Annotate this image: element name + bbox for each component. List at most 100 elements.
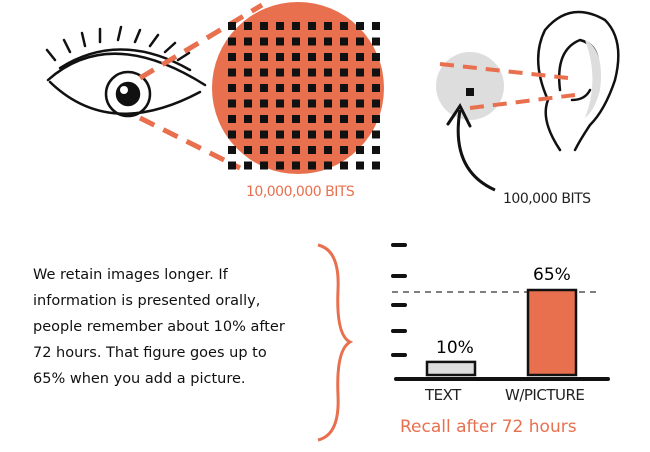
description-text: We retain images longer. If information …: [33, 262, 323, 392]
bit-square: [372, 115, 380, 123]
category-picture: W/PICTURE: [505, 386, 585, 404]
bit-square: [228, 84, 236, 92]
bit-square: [276, 53, 284, 61]
bit-square: [356, 53, 364, 61]
audio-bit: [466, 88, 474, 96]
bar-text: [425, 360, 477, 377]
bit-square: [228, 22, 236, 30]
bit-square: [244, 146, 252, 154]
bit-square: [260, 68, 268, 77]
brace: [317, 243, 354, 442]
bit-square: [260, 22, 268, 30]
arrowhead-icon: [446, 103, 472, 128]
bit-square: [308, 68, 316, 77]
arrow-icon: [456, 109, 496, 192]
bit-square: [244, 68, 252, 77]
bit-square: [372, 130, 380, 139]
bit-square: [372, 37, 380, 46]
bit-square: [372, 161, 380, 170]
bit-square: [324, 130, 332, 139]
visual-bits-label: 10,000,000 BITS: [246, 184, 355, 200]
recall-chart: [391, 243, 610, 381]
bit-square: [228, 99, 236, 108]
bit-square: [276, 99, 284, 108]
bit-square: [244, 99, 252, 108]
ear-shading: [585, 40, 601, 118]
bit-square: [324, 115, 332, 123]
chart-title: Recall after 72 hours: [400, 417, 577, 437]
bit-square: [260, 161, 268, 170]
bit-square: [308, 115, 316, 123]
bit-square: [228, 68, 236, 77]
bit-square: [292, 99, 300, 108]
bit-square: [292, 22, 300, 30]
bit-square: [308, 146, 316, 154]
bit-square: [308, 22, 316, 30]
bit-square: [308, 37, 316, 46]
bit-square: [356, 161, 364, 170]
bit-square: [356, 130, 364, 139]
bit-square: [260, 53, 268, 61]
bit-square: [324, 68, 332, 77]
audio-bits-label: 100,000 BITS: [503, 191, 591, 207]
eye-icon: [45, 25, 207, 118]
bit-square: [228, 115, 236, 123]
bit-square: [308, 161, 316, 170]
bit-square: [260, 99, 268, 108]
bit-square: [260, 84, 268, 92]
bit-square: [276, 22, 284, 30]
bit-square: [292, 130, 300, 139]
bit-square: [292, 161, 300, 170]
bit-square: [372, 84, 380, 92]
bit-square: [292, 115, 300, 123]
bit-square: [292, 53, 300, 61]
description-line: people remember about 10% after: [33, 319, 285, 335]
bit-square: [356, 37, 364, 46]
bit-square: [244, 130, 252, 139]
bit-square: [340, 68, 348, 77]
bit-square: [228, 37, 236, 46]
bit-square: [260, 115, 268, 123]
bits-grid: [228, 22, 380, 170]
bit-square: [324, 161, 332, 170]
bar-label-text: 10%: [436, 338, 474, 358]
bit-square: [308, 84, 316, 92]
bit-square: [308, 53, 316, 61]
bit-square: [324, 53, 332, 61]
bit-square: [244, 161, 252, 170]
bit-square: [276, 115, 284, 123]
bit-square: [276, 161, 284, 170]
bit-square: [244, 84, 252, 92]
bit-square: [372, 22, 380, 30]
bit-square: [292, 84, 300, 92]
bar-wpicture: [526, 288, 578, 377]
bit-square: [276, 84, 284, 92]
bit-square: [340, 37, 348, 46]
bit-square: [228, 161, 236, 170]
bit-square: [340, 53, 348, 61]
bit-square: [308, 99, 316, 108]
bit-square: [276, 146, 284, 154]
bit-square: [356, 84, 364, 92]
audio-bits-circle: [436, 52, 504, 120]
bit-square: [324, 146, 332, 154]
bit-square: [228, 53, 236, 61]
bit-square: [228, 146, 236, 154]
bit-square: [308, 130, 316, 139]
bit-square: [372, 53, 380, 61]
description-line: information is presented orally,: [33, 293, 261, 309]
bit-square: [292, 146, 300, 154]
bit-square: [260, 130, 268, 139]
bit-square: [324, 99, 332, 108]
audio-beam: [439, 62, 576, 110]
description-line: 72 hours. That figure goes up to: [33, 345, 267, 361]
bit-square: [244, 115, 252, 123]
bit-square: [260, 37, 268, 46]
bit-square: [244, 53, 252, 61]
bit-square: [324, 22, 332, 30]
bit-square: [340, 84, 348, 92]
bit-square: [372, 99, 380, 108]
bit-square: [292, 37, 300, 46]
bit-square: [340, 161, 348, 170]
